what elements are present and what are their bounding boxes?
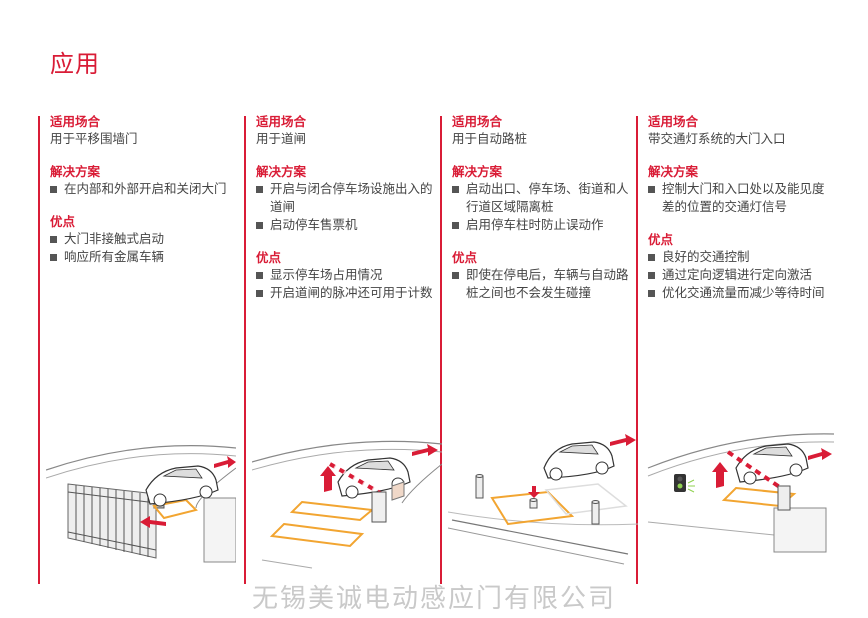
solution-heading: 解决方案 <box>648 164 699 179</box>
arrow-left-icon <box>610 434 636 446</box>
list-item: 控制大门和入口处以及能见度差的位置的交通灯信号 <box>648 180 836 216</box>
advantages-list: 显示停车场占用情况 开启道闸的脉冲还可用于计数 <box>256 266 444 302</box>
bullet-square-icon <box>648 290 655 297</box>
arrow-left-icon <box>214 456 236 468</box>
bullet-square-icon <box>256 186 263 193</box>
list-item: 即使在停电后，车辆与自动路桩之间也不会发生碰撞 <box>452 266 640 302</box>
bullet-square-icon <box>50 236 57 243</box>
advantages-list: 即使在停电后，车辆与自动路桩之间也不会发生碰撞 <box>452 266 640 302</box>
bullet-square-icon <box>50 186 57 193</box>
traffic-light-icon <box>674 474 695 493</box>
car-icon <box>735 443 809 485</box>
solution-list: 控制大门和入口处以及能见度差的位置的交通灯信号 <box>648 180 836 216</box>
list-item: 良好的交通控制 <box>648 248 836 266</box>
list-item: 响应所有金属车辆 <box>50 248 238 266</box>
bullet-square-icon <box>256 290 263 297</box>
bullet-square-icon <box>452 222 459 229</box>
bollard-illustration <box>448 434 638 565</box>
page-title: 应用 <box>50 50 100 78</box>
arrow-left-icon <box>808 448 832 460</box>
traffic-light-gate-illustration <box>647 433 834 553</box>
solution-heading: 解决方案 <box>452 164 503 179</box>
application-column-sliding-gate: 适用场合 用于平移围墙门 解决方案 在内部和外部开启和关闭大门 优点 大门非接触… <box>50 114 238 282</box>
applicable-text: 用于道闸 <box>256 131 307 146</box>
solution-list: 在内部和外部开启和关闭大门 <box>50 180 238 198</box>
applicable-text: 带交通灯系统的大门入口 <box>648 131 786 146</box>
bullet-square-icon <box>256 222 263 229</box>
arrow-left-icon <box>412 444 438 456</box>
applicable-heading: 适用场合 <box>50 114 101 129</box>
barrier-gate-illustration <box>252 440 442 569</box>
column-divider <box>636 116 638 584</box>
list-item: 通过定向逻辑进行定向激活 <box>648 266 836 284</box>
column-divider <box>244 116 246 584</box>
list-item: 优化交通流量而减少等待时间 <box>648 284 836 302</box>
arrow-down-icon <box>528 486 540 498</box>
advantages-heading: 优点 <box>256 250 282 265</box>
solution-heading: 解决方案 <box>50 164 101 179</box>
list-item: 在内部和外部开启和关闭大门 <box>50 180 238 198</box>
sliding-gate-illustration <box>46 445 236 563</box>
solution-heading: 解决方案 <box>256 164 307 179</box>
list-item: 大门非接触式启动 <box>50 230 238 248</box>
solution-list: 开启与闭合停车场设施出入的道闸 启动停车售票机 <box>256 180 444 234</box>
arrow-up-icon <box>320 466 336 492</box>
bullet-square-icon <box>452 186 459 193</box>
solution-list: 启动出口、停车场、街道和人行道区域隔离桩 启用停车柱时防止误动作 <box>452 180 640 234</box>
column-divider <box>440 116 442 584</box>
bullet-square-icon <box>648 186 655 193</box>
bullet-square-icon <box>648 272 655 279</box>
company-watermark: 无锡美诚电动感应门有限公司 <box>251 584 616 614</box>
advantages-list: 良好的交通控制 通过定向逻辑进行定向激活 优化交通流量而减少等待时间 <box>648 248 836 302</box>
column-divider <box>38 116 40 584</box>
bullet-square-icon <box>256 272 263 279</box>
list-item: 启动出口、停车场、街道和人行道区域隔离桩 <box>452 180 640 216</box>
applicable-heading: 适用场合 <box>452 114 503 129</box>
bullet-square-icon <box>648 254 655 261</box>
list-item: 启用停车柱时防止误动作 <box>452 216 640 234</box>
arrow-up-icon <box>712 462 728 488</box>
bullet-square-icon <box>452 272 459 279</box>
car-icon <box>543 441 615 481</box>
advantages-heading: 优点 <box>452 250 478 265</box>
applicable-text: 用于自动路桩 <box>452 131 528 146</box>
arrow-left-icon <box>140 516 166 528</box>
car-icon <box>145 465 219 507</box>
advantages-heading: 优点 <box>648 232 674 247</box>
bollard-icon <box>475 474 600 525</box>
list-item: 启动停车售票机 <box>256 216 444 234</box>
list-item: 显示停车场占用情况 <box>256 266 444 284</box>
list-item: 开启与闭合停车场设施出入的道闸 <box>256 180 444 216</box>
advantages-heading: 优点 <box>50 214 76 229</box>
application-column-bollard: 适用场合 用于自动路桩 解决方案 启动出口、停车场、街道和人行道区域隔离桩 启用… <box>452 114 640 318</box>
applicable-heading: 适用场合 <box>648 114 699 129</box>
application-column-barrier: 适用场合 用于道闸 解决方案 开启与闭合停车场设施出入的道闸 启动停车售票机 优… <box>256 114 444 318</box>
advantages-list: 大门非接触式启动 响应所有金属车辆 <box>50 230 238 266</box>
list-item: 开启道闸的脉冲还可用于计数 <box>256 284 444 302</box>
applicable-text: 用于平移围墙门 <box>50 131 138 146</box>
bullet-square-icon <box>50 254 57 261</box>
application-column-traffic-light: 适用场合 带交通灯系统的大门入口 解决方案 控制大门和入口处以及能见度差的位置的… <box>648 114 836 318</box>
applicable-heading: 适用场合 <box>256 114 307 129</box>
